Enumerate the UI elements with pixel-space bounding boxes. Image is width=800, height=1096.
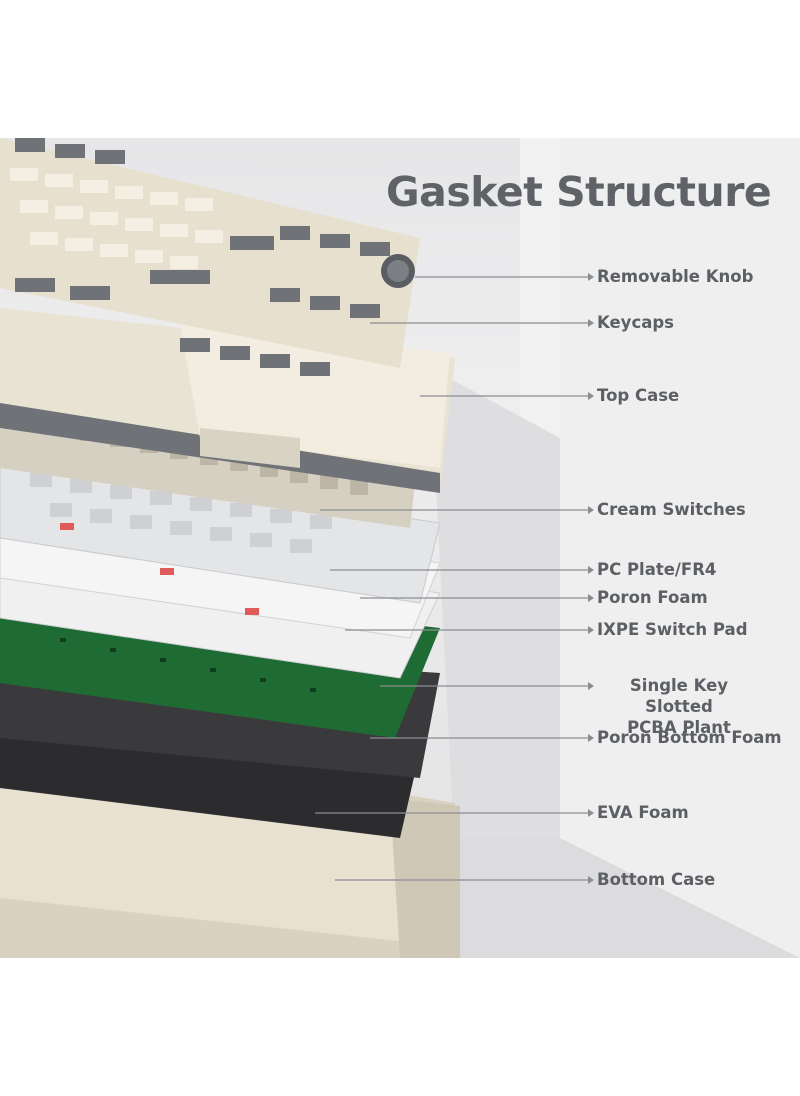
- bottom-case-edge: [390, 798, 460, 958]
- knob-top: [387, 260, 409, 282]
- label-top-case: Top Case: [597, 386, 680, 405]
- label-keycaps: Keycaps: [597, 313, 674, 332]
- plate-cutouts: [30, 473, 332, 553]
- exploded-keyboard-illustration: [0, 138, 800, 958]
- label-removable-knob: Removable Knob: [597, 267, 754, 286]
- label-bottom-case: Bottom Case: [597, 870, 716, 889]
- label-poron-foam: Poron Foam: [597, 588, 708, 607]
- label-pcba-plant: Single Key Slotted PCBA Plant: [627, 676, 731, 737]
- label-poron-bottom-foam: Poron Bottom Foam: [597, 728, 782, 747]
- leader-arrowheads: [588, 273, 594, 884]
- label-pc-plate: PC Plate/FR4: [597, 560, 717, 579]
- background-wall: [560, 138, 800, 958]
- label-ixpe-switch-pad: IXPE Switch Pad: [597, 620, 748, 639]
- leader-lines: [315, 276, 588, 881]
- keyboard-exploded-photo: [0, 138, 800, 958]
- keycaps-layer: [0, 138, 420, 376]
- top-case-cutout: [200, 428, 300, 468]
- diagram-title: Gasket Structure: [386, 168, 772, 216]
- label-eva-foam: EVA Foam: [597, 803, 689, 822]
- label-cream-switches: Cream Switches: [597, 500, 746, 519]
- wall-shadow: [430, 368, 560, 958]
